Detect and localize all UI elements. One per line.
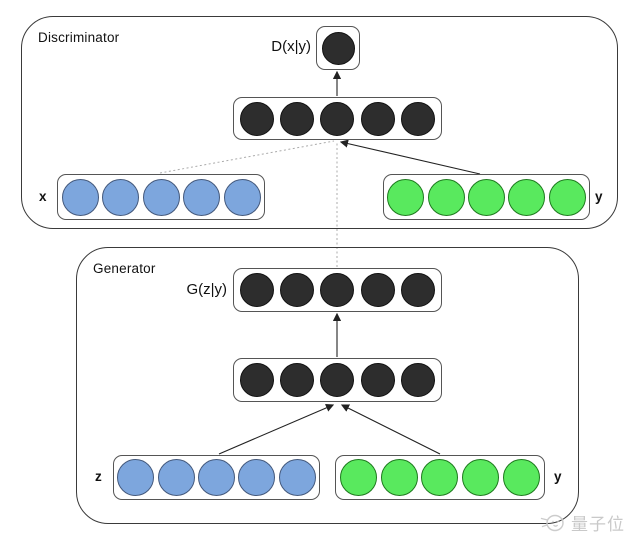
neuron-node-dark (280, 363, 315, 397)
neuron-node-dark (400, 101, 435, 136)
neuron-node-dark (320, 101, 355, 136)
neuron-node-dark (240, 273, 275, 307)
neuron-node-blue (157, 459, 195, 496)
generator-hidden-layer (233, 358, 442, 402)
neuron-node-dark (321, 31, 355, 65)
y-input-label-generator: y (554, 469, 562, 484)
neuron-node-blue (117, 459, 155, 496)
neuron-node-blue (61, 178, 99, 216)
generator-box: Generator (76, 247, 579, 524)
neuron-node-dark (240, 101, 275, 136)
neuron-node-dark (280, 273, 315, 307)
neuron-node-green (467, 178, 505, 216)
discriminator-label: Discriminator (38, 30, 120, 45)
x-input-label: x (39, 189, 47, 204)
neuron-node-blue (197, 459, 235, 496)
neuron-node-dark (400, 273, 435, 307)
discriminator-output-formula: D(x|y) (271, 38, 311, 55)
generator-label: Generator (93, 261, 156, 276)
neuron-node-green (387, 178, 425, 216)
generator-output-formula: G(z|y) (186, 281, 227, 298)
z-input-label: z (95, 469, 102, 484)
neuron-node-green (462, 459, 500, 496)
discriminator-y-input-layer (383, 174, 590, 220)
neuron-node-blue (183, 178, 220, 216)
watermark: 量子位 (540, 509, 625, 535)
generator-y-input-layer (335, 455, 545, 500)
neuron-node-dark (400, 363, 435, 397)
neuron-node-dark (320, 273, 355, 307)
generator-output-layer (233, 268, 442, 312)
watermark-text: 量子位 (571, 514, 625, 534)
neuron-node-dark (240, 363, 275, 397)
neuron-node-dark (360, 273, 395, 307)
discriminator-box: Discriminator (21, 16, 618, 229)
neuron-node-blue (142, 178, 180, 216)
discriminator-x-input-layer (57, 174, 265, 220)
neuron-node-blue (223, 178, 261, 216)
neuron-node-dark (360, 101, 395, 136)
neuron-node-green (421, 459, 459, 496)
neuron-node-dark (280, 101, 315, 136)
neuron-node-green (339, 459, 377, 496)
discriminator-output-node-box (316, 26, 360, 70)
neuron-node-green (380, 459, 418, 496)
neuron-node-blue (102, 178, 139, 216)
neuron-node-green (503, 459, 541, 496)
neuron-node-dark (360, 363, 395, 397)
qbitai-logo-icon (540, 514, 564, 532)
neuron-node-blue (238, 459, 276, 496)
neuron-node-green (508, 178, 546, 216)
neuron-node-blue (278, 459, 316, 496)
neuron-node-green (427, 178, 465, 216)
y-input-label-discriminator: y (595, 189, 603, 204)
generator-z-input-layer (113, 455, 320, 500)
neuron-node-dark (320, 363, 355, 397)
discriminator-hidden-layer (233, 97, 442, 140)
neuron-node-green (548, 178, 586, 216)
